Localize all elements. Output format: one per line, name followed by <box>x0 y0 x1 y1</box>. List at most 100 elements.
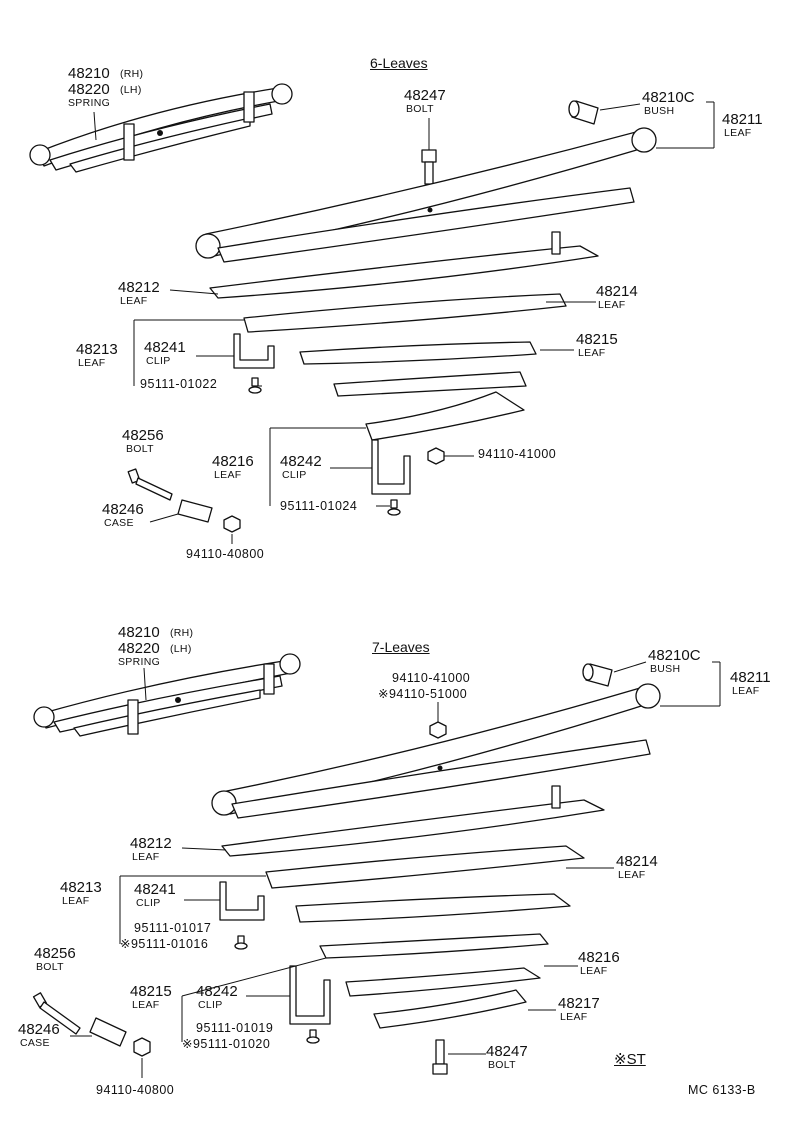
leaf-label: LEAF <box>132 851 160 863</box>
clip-icon <box>289 965 331 1025</box>
clip-part-number: 48241 <box>134 881 176 898</box>
bolt-label: BOLT <box>406 103 434 115</box>
clip-icon <box>219 881 265 921</box>
bush-part-number: 48210C <box>648 647 701 664</box>
rivet-icon <box>306 1029 320 1044</box>
spring-side-lh: (LH) <box>120 84 142 96</box>
nut-icon <box>429 721 447 739</box>
clip-label: CLIP <box>198 999 223 1011</box>
leaf-part-number: 48212 <box>130 835 172 852</box>
spring-part-number-rh: 48210 <box>68 65 110 82</box>
spring-label: SPRING <box>118 656 161 668</box>
leaf-5-icon <box>299 341 537 365</box>
bolt-part-number: 48256 <box>122 427 164 444</box>
rivet-part-number: 95111-01022 <box>140 377 218 391</box>
bolt-label: BOLT <box>126 443 154 455</box>
leaf-part-number: 48211 <box>722 111 763 128</box>
rivet-part-number-alt: ※95111-01020 <box>182 1037 271 1051</box>
bolt-icon <box>127 468 173 501</box>
leaf-label: LEAF <box>214 469 242 481</box>
spring-part-number-lh: 48220 <box>68 81 110 98</box>
leaf-label: LEAF <box>78 357 106 369</box>
clip-label: CLIP <box>146 355 171 367</box>
bolt-part-number: 48247 <box>404 87 446 104</box>
clip-part-number: 48242 <box>280 453 322 470</box>
leaf-part-number: 48211 <box>730 669 771 686</box>
leaf-5-icon <box>295 893 571 923</box>
leaf-label: LEAF <box>580 965 608 977</box>
leaf-label: LEAF <box>62 895 90 907</box>
nut-icon <box>427 447 445 465</box>
seven-leaves-section <box>32 653 721 1078</box>
leaf-label: LEAF <box>132 999 160 1011</box>
leaf-4-icon <box>265 845 585 889</box>
spring-side-rh: (RH) <box>120 68 144 80</box>
leaf-part-number: 48213 <box>60 879 102 896</box>
leaf-2-icon <box>231 739 651 819</box>
center-bolt-icon <box>432 1039 448 1075</box>
nut-part-number: 94110-41000 <box>392 671 471 685</box>
leaf-part-number: 48215 <box>130 983 172 1000</box>
bush-label: BUSH <box>644 105 675 117</box>
leaf-part-number: 48213 <box>76 341 118 358</box>
rivet-icon <box>234 935 248 950</box>
center-bolt-icon <box>421 118 437 185</box>
clip-label: CLIP <box>282 469 307 481</box>
bolt-icon <box>32 992 81 1035</box>
leaf-label: LEAF <box>560 1011 588 1023</box>
leaf-8-icon <box>373 989 527 1029</box>
bolt-label: BOLT <box>488 1059 516 1071</box>
leaf-label: LEAF <box>724 127 752 139</box>
spring-assembly-icon <box>29 83 293 173</box>
leaf-7-icon <box>365 391 525 441</box>
bush-label: BUSH <box>650 663 681 675</box>
leaf-3-icon <box>209 245 599 299</box>
bush-icon <box>568 100 641 125</box>
leaf-label: LEAF <box>120 295 148 307</box>
rivet-part-number: 95111-01017 <box>134 921 212 935</box>
nut-part-number: 94110-40800 <box>186 547 265 561</box>
section-title: 6-Leaves <box>370 55 428 71</box>
spring-part-number-rh: 48210 <box>118 624 160 641</box>
bush-part-number: 48210C <box>642 89 695 106</box>
leaf-label: LEAF <box>732 685 760 697</box>
rivet-part-number: 95111-01019 <box>196 1021 274 1035</box>
leaf-7-icon <box>345 967 541 997</box>
leaf-part-number: 48217 <box>558 995 600 1012</box>
main-leaf-icon <box>195 127 657 259</box>
leaf-part-number: 48216 <box>578 949 620 966</box>
leaf-label: LEAF <box>598 299 626 311</box>
clip-icon <box>233 333 275 369</box>
spring-part-number-lh: 48220 <box>118 640 160 657</box>
spring-label: SPRING <box>68 97 111 109</box>
leaf-label: LEAF <box>618 869 646 881</box>
clip-label: CLIP <box>136 897 161 909</box>
bush-icon <box>582 661 647 687</box>
spring-side-rh: (RH) <box>170 627 194 639</box>
leaf-part-number: 48212 <box>118 279 160 296</box>
case-icon <box>177 499 213 523</box>
case-part-number: 48246 <box>102 501 144 518</box>
leaf-2-icon <box>217 187 635 263</box>
section-title: 7-Leaves <box>372 639 430 655</box>
rivet-icon <box>387 499 401 516</box>
bolt-part-number: 48256 <box>34 945 76 962</box>
nut-part-number: 94110-41000 <box>478 447 557 461</box>
case-part-number: 48246 <box>18 1021 60 1038</box>
case-icon <box>89 1017 127 1047</box>
case-label: CASE <box>20 1037 50 1049</box>
leaf-part-number: 48215 <box>576 331 618 348</box>
rivet-part-number-alt: ※95111-01016 <box>120 937 209 951</box>
rivet-part-number: 95111-01024 <box>280 499 358 513</box>
bolt-part-number: 48247 <box>486 1043 528 1060</box>
leaf-4-icon <box>243 293 567 333</box>
nut-part-number: 94110-40800 <box>96 1083 175 1097</box>
leaf-6-icon <box>319 933 549 959</box>
clip-part-number: 48241 <box>144 339 186 356</box>
leaf-label: LEAF <box>578 347 606 359</box>
note-legend: ※ST <box>614 1051 646 1068</box>
nut-part-number-alt: ※94110-51000 <box>378 687 468 701</box>
leaf-part-number: 48216 <box>212 453 254 470</box>
nut-icon <box>223 515 241 533</box>
